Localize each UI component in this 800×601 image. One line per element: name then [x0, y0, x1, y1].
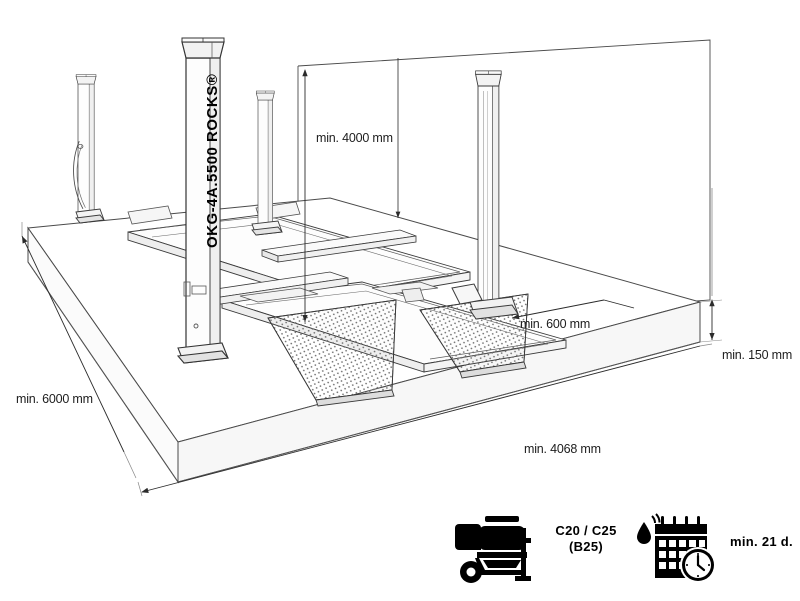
column-rear-left-base — [75, 208, 105, 224]
column-front-right — [475, 70, 502, 307]
concrete-grade-line2: (B25) — [568, 539, 603, 555]
dimline-slab-width — [141, 345, 701, 494]
label-slab-thickness: min. 150 mm — [722, 348, 793, 362]
column-rear-right-base — [251, 220, 283, 236]
lift-cross-members — [127, 201, 439, 306]
label-ceiling-height: min. 4000 mm — [316, 131, 393, 145]
dimension-lines — [21, 58, 723, 497]
concrete-grade-note: C20 / C25 (B25) — [536, 523, 636, 556]
column-product-label: OKG-4A.5500 ROCKS® — [204, 73, 221, 248]
column-rear-left — [73, 74, 97, 221]
calendar-clock-curing-icon — [637, 513, 716, 583]
label-side-clearance: min. 600 mm — [520, 317, 591, 331]
dimline-side-clearance — [511, 299, 605, 320]
label-slab-width: min. 4068 mm — [524, 442, 601, 456]
column-rear-right — [256, 90, 275, 232]
curing-time-line1: min. 21 d. — [730, 534, 793, 549]
dimline-slab-length — [21, 235, 125, 453]
column-front-left-base — [176, 342, 230, 364]
curing-time-note: min. 21 d. — [730, 534, 800, 550]
column-front-right-base — [451, 283, 519, 320]
concrete-mixer-icon — [455, 516, 531, 583]
concrete-grade-line1: C20 / C25 — [555, 523, 617, 538]
label-slab-length: min. 6000 mm — [16, 392, 93, 406]
column-front-left — [181, 37, 225, 351]
